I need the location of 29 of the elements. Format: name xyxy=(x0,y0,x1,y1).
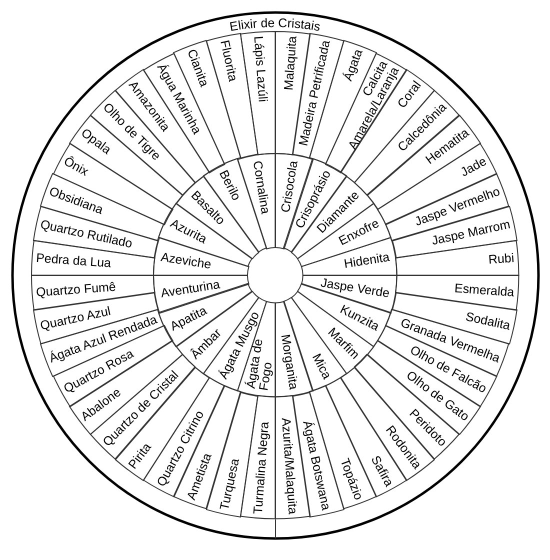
stone-name: Quartzo Fumê xyxy=(35,279,116,300)
chart-title: Elixir de Cristais xyxy=(228,16,322,34)
stone-name: Topázio xyxy=(337,456,366,502)
wheel-sector xyxy=(240,395,276,520)
stone-name: Esmeralda xyxy=(454,280,515,300)
stone-name: Cianita xyxy=(184,48,212,90)
wheel-sector xyxy=(236,152,276,249)
stone-name: Ágata Botswana xyxy=(300,419,334,512)
stone-name: Lápis Lazúli xyxy=(250,35,270,102)
stone-name: Quartzo Rutilado xyxy=(38,216,134,251)
wheel-sector xyxy=(240,30,276,155)
stone-name: Fluorita xyxy=(216,38,240,83)
stone-name: Azeviche xyxy=(159,250,212,272)
stone-name: Jaspe Verde xyxy=(320,275,391,300)
stone-name: Pedra da Lua xyxy=(35,250,111,270)
wheel-sector xyxy=(274,301,314,398)
stone-name: Aventurina xyxy=(159,276,220,300)
stone-name: Rubi xyxy=(488,250,515,267)
stone-name: Ônix xyxy=(60,154,90,179)
wheel-sector xyxy=(395,274,520,310)
stone-name: Turquesa xyxy=(216,456,242,512)
stone-name: Turmalina Negra xyxy=(250,421,272,515)
stone-name: Sodalita xyxy=(464,309,512,334)
stone-name: Hidenita xyxy=(343,250,391,272)
stone-name: Cornalina xyxy=(250,159,272,214)
stone-name: Mica xyxy=(309,352,334,382)
stone-name: Crisocola xyxy=(278,159,300,213)
stone-name: Morganita xyxy=(277,334,300,391)
stone-name: Azurita/Malaquita xyxy=(278,418,300,515)
